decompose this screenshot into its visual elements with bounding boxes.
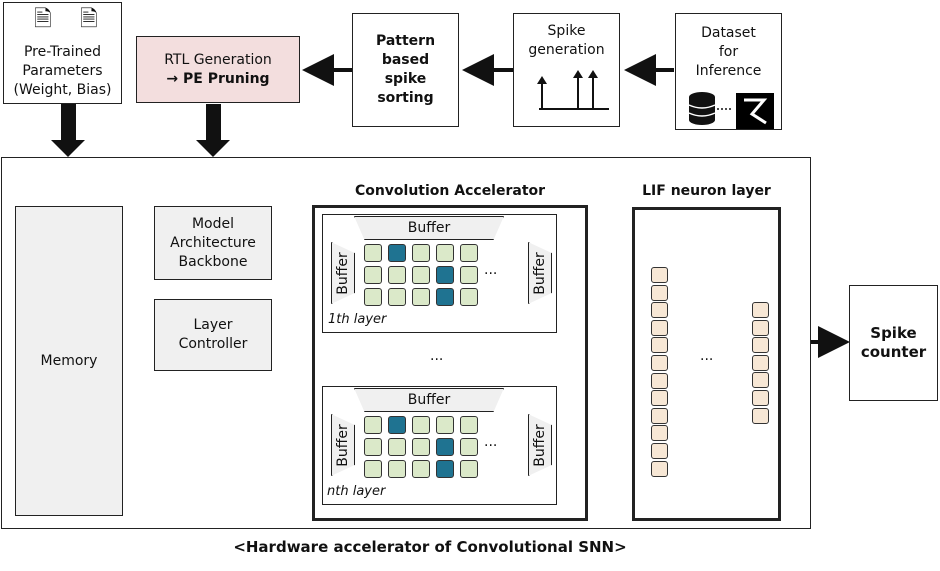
ellipsis: ... [430,348,444,364]
pe-cell [412,460,430,478]
spike-train-icon [537,70,609,110]
pe-cell [460,460,478,478]
pattern-spike-sorting-box: Pattern based spike sorting [352,13,459,127]
lif-neuron [651,284,668,301]
lif-neuron [752,337,769,354]
buffer-right-n: Buffer [528,414,552,476]
lif-neuron [651,319,668,336]
lif-neuron [752,390,769,406]
pe-cell [436,244,454,262]
pe-cell [436,416,454,434]
pe-cell [460,244,478,262]
spike-counter-box: Spike counter [849,285,938,401]
pe-cell [460,266,478,284]
lif-neuron [752,319,769,336]
pretrained-parameters-box: 🗎 🗎 Pre-Trained Parameters (Weight, Bias… [3,2,122,104]
lif-neuron [651,407,668,424]
conv-accelerator-title: Convolution Accelerator [354,183,546,199]
lif-neuron [651,302,668,319]
pe-cell [460,438,478,456]
pe-cell [388,460,406,478]
pe-cell [412,266,430,284]
buffer-top-1: Buffer [354,216,504,240]
lif-neuron [651,425,668,442]
pe-cell [364,438,382,456]
pe-cell [364,460,382,478]
pe-cell [388,266,406,284]
lif-neuron [752,354,769,371]
pe-cell [412,438,430,456]
pe-cell [364,266,382,284]
pe-cell [412,288,430,306]
arrow-params-down [51,104,85,157]
lif-neuron [651,372,668,389]
lif-neuron [651,460,668,477]
pe-cell [436,460,454,478]
buffer-left-1: Buffer [331,242,355,304]
model-architecture-box: Model Architecture Backbone [154,206,272,280]
lif-neuron [752,407,769,424]
layer-1-label: 1th layer [328,312,387,327]
ellipsis: ... [700,348,714,364]
lif-title: LIF neuron layer [642,183,771,199]
lif-neuron [752,302,769,318]
lif-neuron [651,390,668,407]
dataset-box: Dataset for Inference [675,13,782,130]
pe-pruning-label: → PE Pruning [166,70,270,87]
spike-generation-box: Spike generation [513,13,620,127]
pe-cell [388,438,406,456]
pe-cell [364,244,382,262]
pe-cell [388,416,406,434]
database-icon [688,92,774,129]
document-icon: 🗎 [34,7,52,32]
rtl-generation-box: RTL Generation → PE Pruning [136,36,300,103]
memory-box: Memory [15,206,123,516]
buffer-left-n: Buffer [331,414,355,476]
document-icon: 🗎 [80,7,98,32]
lif-neuron [651,355,668,371]
dataset-label: Dataset for Inference [695,25,762,79]
pe-cell [460,416,478,434]
layer-n-label: nth layer [327,484,386,499]
spike-generation-label: Spike generation [528,23,605,58]
pe-cell [412,416,430,434]
pe-cell [412,244,430,262]
lif-neuron [651,337,668,354]
layer-controller-box: Layer Controller [154,299,272,371]
pe-cell [364,288,382,306]
pretrained-label: Pre-Trained Parameters (Weight, Bias) [13,44,112,98]
lif-neuron [752,372,769,389]
lif-neuron [651,267,668,283]
lif-neuron [651,443,668,459]
pe-cell [460,288,478,306]
pe-cell [388,244,406,262]
ellipsis: ... [484,434,498,450]
rtl-generation-label: RTL Generation [164,51,272,68]
ellipsis: ... [484,262,498,278]
figure-caption: <Hardware accelerator of Convolutional S… [233,538,627,556]
arrow-rtl-down [196,104,230,157]
pe-cell [436,266,454,284]
pe-cell [436,288,454,306]
buffer-top-n: Buffer [354,388,504,412]
pe-cell [436,438,454,456]
pe-cell [364,416,382,434]
pe-cell [388,288,406,306]
